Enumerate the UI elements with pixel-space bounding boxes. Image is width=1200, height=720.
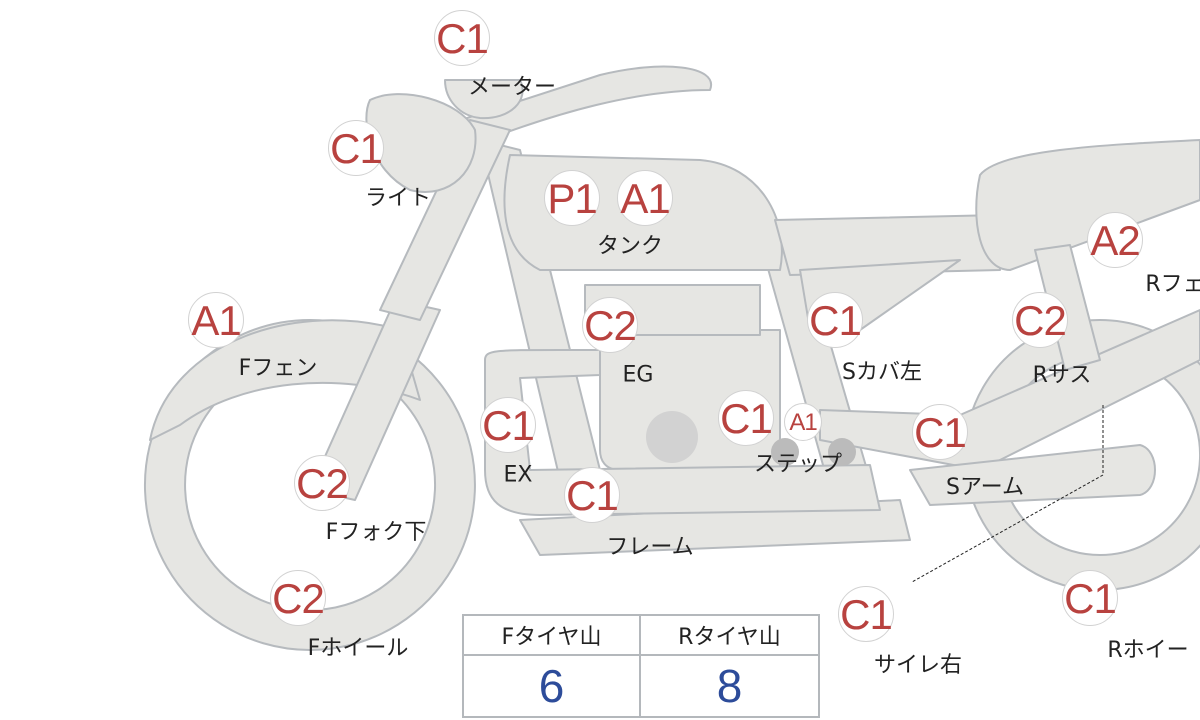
label-front-fork-lower: Fフォク下 (325, 520, 427, 545)
label-swing-arm: Sアーム (946, 475, 1024, 500)
rear-tire-value: 8 (716, 660, 743, 712)
grade-badge-silencer-right: C1 (838, 586, 894, 642)
engine-cover-shape (646, 411, 698, 463)
label-step: ステップ (753, 452, 843, 477)
grade-badge-rear-suspension: C2 (1012, 292, 1068, 348)
label-tank: タンク (596, 234, 664, 259)
leader-line (911, 405, 1104, 583)
grade-badge-swing-arm: C1 (912, 404, 968, 460)
label-rear-wheel: Rホイー (1107, 638, 1189, 663)
muffler-shape (909, 444, 1156, 506)
label-frame: フレーム (606, 535, 694, 560)
label-rear-suspension: Rサス (1032, 363, 1092, 388)
step-left-shape (771, 438, 799, 466)
rear-tire-header: Rタイヤ山 (641, 616, 818, 656)
grade-badge-rear-wheel: C1 (1062, 570, 1118, 626)
label-front-wheel: Fホイール (307, 636, 409, 661)
grade-badge-engine: C2 (582, 297, 638, 353)
label-engine: EG (622, 362, 654, 388)
grade-badge-tank-1: P1 (544, 170, 600, 226)
grade-badge-front-fender: A1 (188, 292, 244, 348)
grade-badge-light: C1 (328, 120, 384, 176)
grade-badge-tank-2: A1 (617, 170, 673, 226)
label-side-cover-left: Sカバ左 (842, 360, 922, 385)
grade-badge-exhaust: C1 (480, 397, 536, 453)
label-light: ライト (364, 186, 432, 211)
headstock-shape (379, 119, 511, 321)
grade-badge-front-wheel: C2 (270, 570, 326, 626)
label-exhaust: EX (503, 462, 533, 488)
front-tire-value: 6 (464, 656, 641, 716)
grade-badge-step-1: C1 (718, 390, 774, 446)
tire-tread-table: Fタイヤ山 Rタイヤ山 6 8 (462, 614, 820, 718)
label-silencer-right: サイレ右 (873, 653, 963, 678)
grade-badge-meter: C1 (434, 10, 490, 66)
meter-shape (444, 79, 524, 120)
grade-badge-step-2: A1 (784, 403, 822, 441)
label-rear-fender: Rフェ (1145, 272, 1200, 297)
grade-badge-front-fork-lower: C2 (294, 455, 350, 511)
label-meter: メーター (467, 75, 557, 100)
grade-badge-rear-fender: A2 (1087, 212, 1143, 268)
label-front-fender: Fフェン (238, 356, 318, 381)
seat-shape (774, 214, 1001, 276)
grade-badge-frame: C1 (564, 467, 620, 523)
step-right-shape (828, 438, 856, 466)
front-tire-header: Fタイヤ山 (464, 616, 641, 656)
grade-badge-side-cover-left: C1 (807, 292, 863, 348)
